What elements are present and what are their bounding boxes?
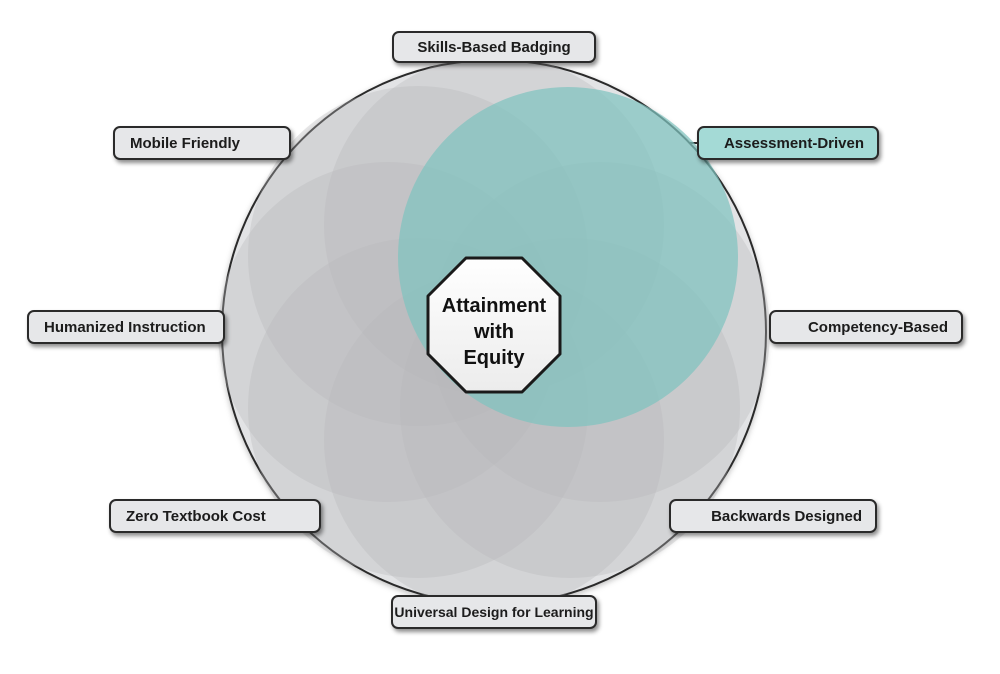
label-text-right: Competency-Based — [808, 319, 948, 336]
label-text-lower-left: Zero Textbook Cost — [126, 508, 266, 525]
label-backwards-designed: Backwards Designed — [669, 499, 877, 533]
center-line-2: with — [473, 321, 514, 343]
label-text-lower-right: Backwards Designed — [711, 508, 862, 525]
petal-circles — [218, 55, 770, 610]
label-text-top: Skills-Based Badging — [417, 39, 570, 56]
label-skills-based-badging: Skills-Based Badging — [392, 31, 596, 63]
label-text-left: Humanized Instruction — [44, 319, 206, 336]
center-node: Attainment with Equity — [426, 256, 562, 394]
label-text-upper-left: Mobile Friendly — [130, 135, 241, 152]
label-humanized-instruction: Humanized Instruction — [27, 310, 225, 344]
center-line-3: Equity — [463, 347, 525, 369]
label-text-upper-right: Assessment-Driven — [724, 135, 864, 152]
label-zero-textbook-cost: Zero Textbook Cost — [109, 499, 321, 533]
label-universal-design-for-learning: Universal Design for Learning — [391, 595, 597, 629]
label-mobile-friendly: Mobile Friendly — [113, 126, 291, 160]
label-assessment-driven: Assessment-Driven — [697, 126, 879, 160]
center-line-1: Attainment — [442, 295, 547, 317]
label-competency-based: Competency-Based — [769, 310, 963, 344]
label-text-bottom: Universal Design for Learning — [394, 604, 593, 620]
